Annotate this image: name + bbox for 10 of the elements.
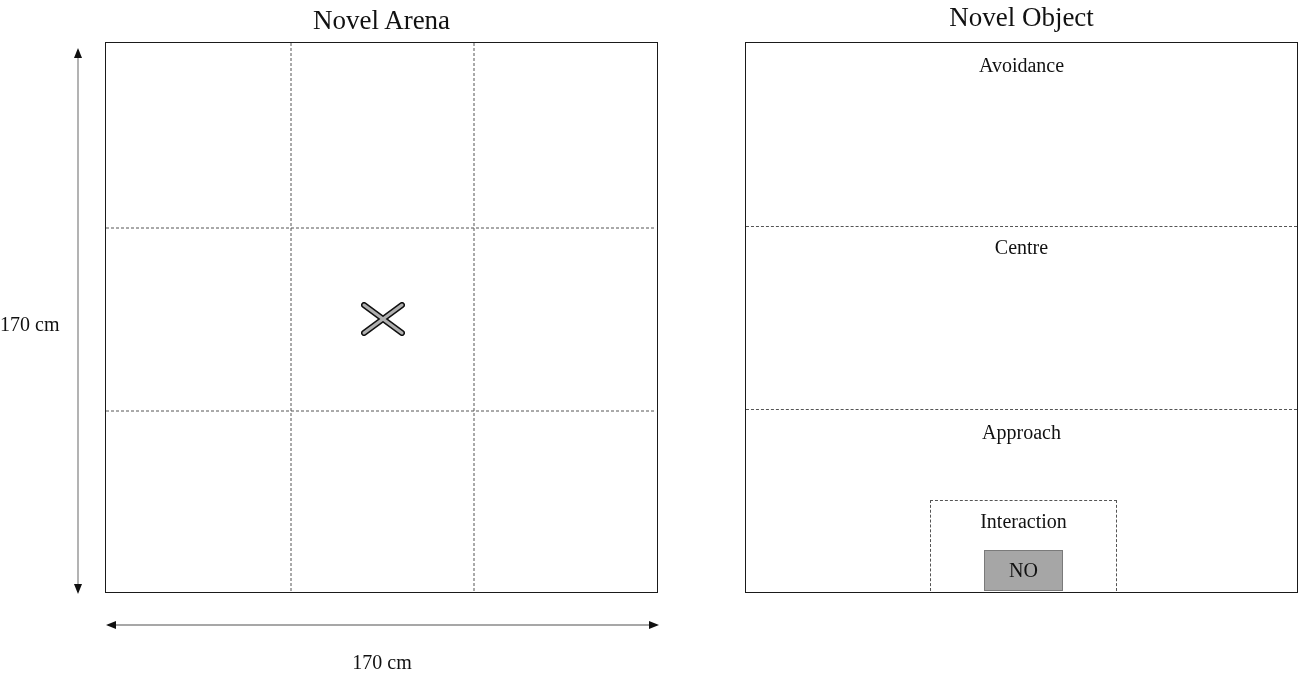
dimension-label: 170 cm bbox=[0, 313, 60, 335]
zone-label: Interaction bbox=[980, 510, 1067, 532]
zone-label: Avoidance bbox=[978, 54, 1065, 76]
interaction-zone bbox=[930, 500, 1117, 591]
dimension-label: 170 cm bbox=[352, 651, 412, 673]
zone-label: Centre bbox=[994, 236, 1049, 258]
panel-title: Novel Object bbox=[949, 1, 1094, 33]
object-block: NO bbox=[984, 550, 1063, 591]
zone-label: Approach bbox=[982, 421, 1061, 443]
panel-title: Novel Arena bbox=[312, 4, 451, 36]
